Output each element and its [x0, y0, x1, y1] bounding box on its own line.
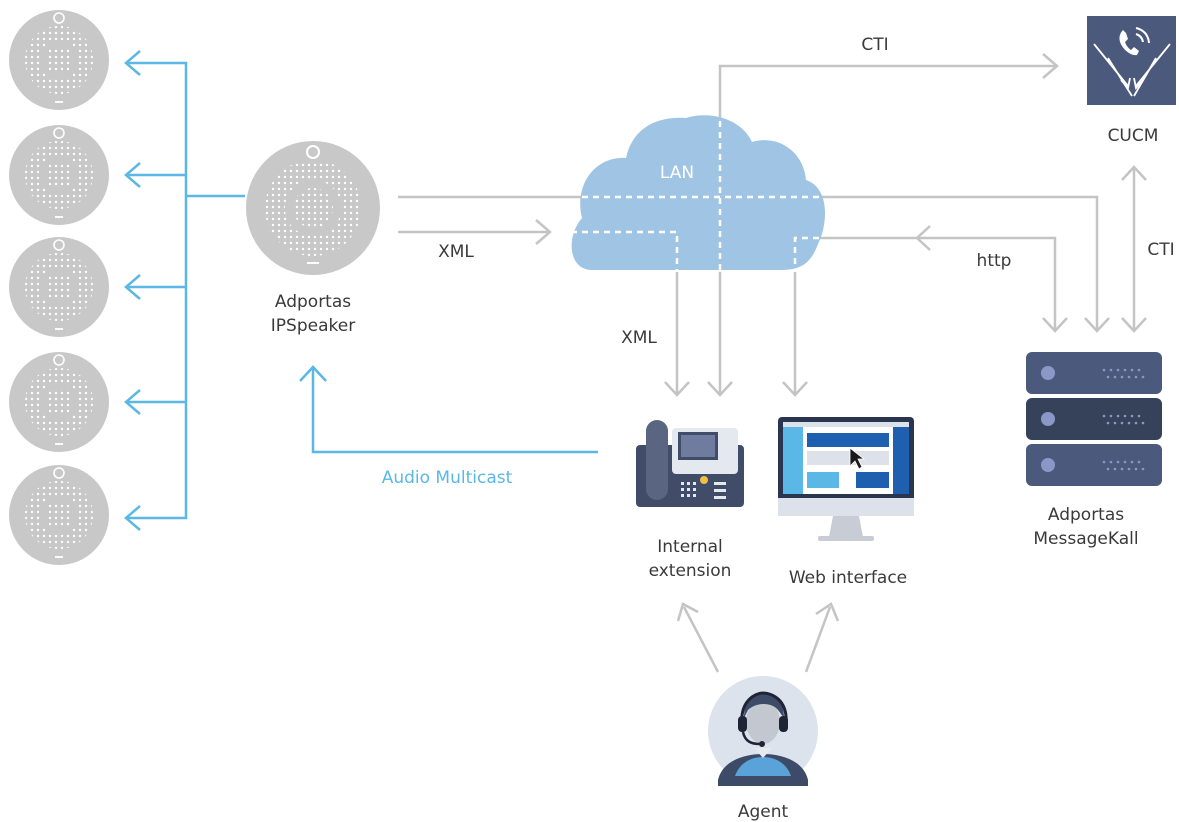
multicast-tree — [124, 50, 245, 531]
messagekall-label-line2: MessageKall — [1033, 529, 1138, 549]
xml-phone-label: XML — [621, 328, 657, 348]
ipspeaker-device — [246, 141, 380, 275]
cti-right-label: CTI — [1147, 240, 1174, 260]
headset-agent-icon — [708, 676, 818, 786]
agent-label: Agent — [738, 802, 789, 822]
speaker-lan-links — [398, 195, 600, 245]
cucm-label: CUCM — [1108, 126, 1159, 146]
cursor-icon — [849, 447, 866, 470]
xml-speaker-label: XML — [438, 242, 474, 262]
cti-top-link — [718, 53, 1059, 130]
speaker-array — [8, 9, 110, 566]
agent-to-devices-arrows — [676, 602, 840, 673]
phone-icon — [1119, 27, 1150, 56]
audio-multicast-arrow — [299, 365, 598, 454]
lan-label: LAN — [660, 163, 694, 183]
internal-extension-label-line1: Internal — [657, 537, 723, 557]
multicast-speaker-1 — [8, 9, 110, 111]
audio-multicast-label: Audio Multicast — [382, 468, 513, 488]
http-label: http — [977, 251, 1012, 271]
cucm-device — [1087, 16, 1176, 105]
multicast-speaker-2 — [8, 124, 110, 226]
multicast-speaker-3 — [8, 236, 110, 338]
ipspeaker-label-line2: IPSpeaker — [271, 316, 355, 336]
cti-top-label: CTI — [861, 35, 888, 55]
lan-endpoint-links — [664, 272, 808, 397]
server-stack-icon — [1026, 352, 1162, 486]
lan-cloud — [571, 115, 826, 270]
web-interface-label: Web interface — [789, 568, 907, 588]
ipspeaker-label-line1: Adportas — [275, 292, 351, 312]
monitor-icon — [778, 417, 914, 541]
messagekall-label-line1: Adportas — [1048, 505, 1124, 525]
internal-extension-label-line2: extension — [649, 561, 732, 581]
cti-right-link — [1121, 165, 1147, 333]
desk-phone-icon — [636, 420, 744, 507]
multicast-speaker-4 — [8, 351, 110, 453]
lan-messagekall-links — [808, 195, 1110, 333]
multicast-speaker-5 — [8, 464, 110, 566]
